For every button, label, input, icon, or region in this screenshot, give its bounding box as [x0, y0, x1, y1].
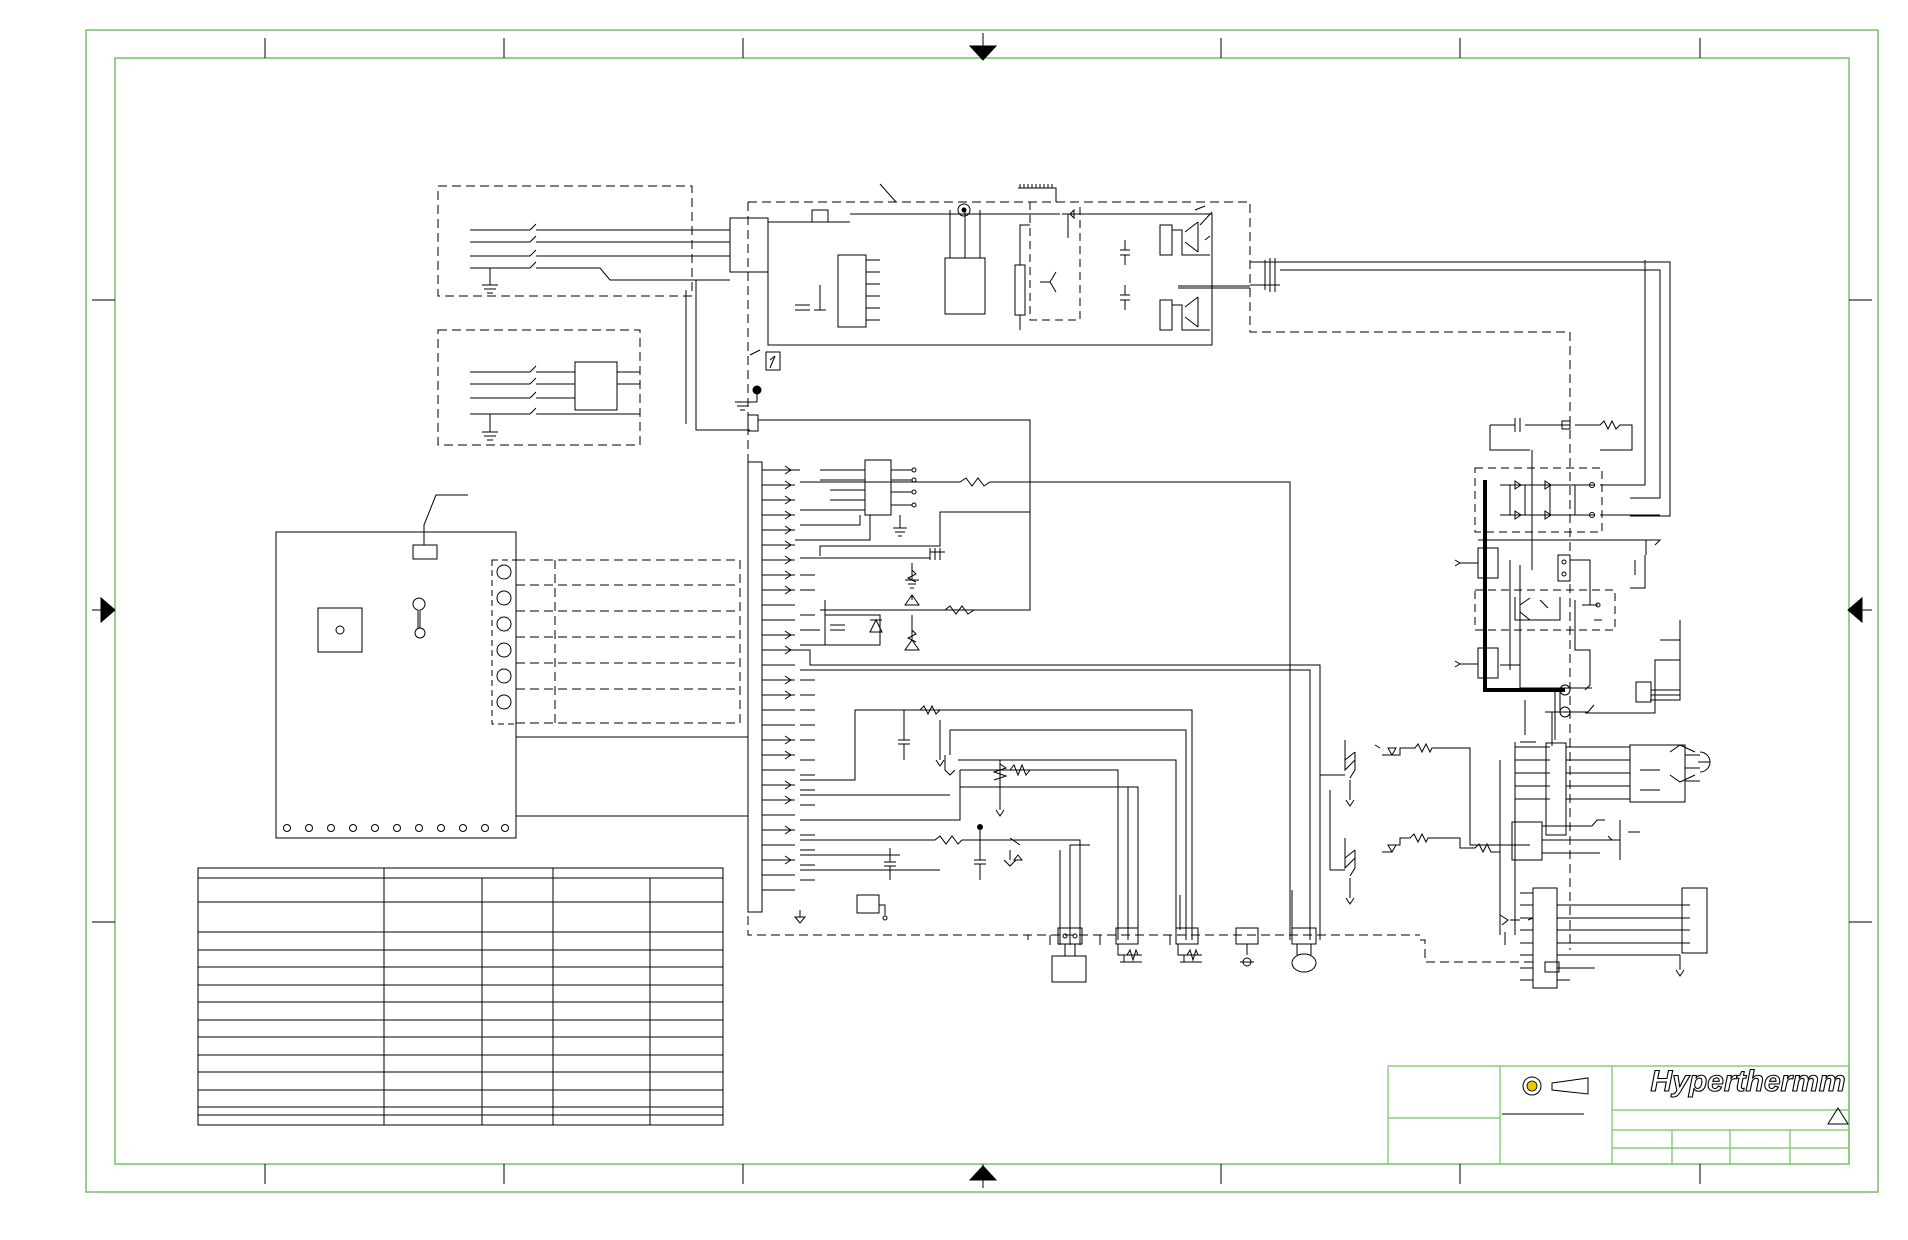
pwm-controller-ic [837, 254, 867, 328]
bottom-center-arrow-icon [968, 1165, 998, 1181]
outer-border [85, 29, 1879, 1193]
inner-border [114, 57, 1850, 1165]
power-board [735, 183, 1671, 963]
ground-terminal [1635, 681, 1652, 703]
top-center-arrow-icon [968, 45, 998, 61]
pressure-sensor-box [1051, 955, 1087, 983]
connector-thermistor-1 [1115, 927, 1139, 945]
title-block [1387, 1065, 1850, 1164]
remote-terminal [1681, 887, 1708, 954]
solenoid-coil [1291, 953, 1317, 973]
output-contactor-1 [1477, 547, 1499, 579]
input-filter-block [437, 185, 769, 431]
output-section [1454, 260, 1711, 989]
connector-thermistor-2 [1175, 927, 1199, 945]
torch-lead-block [1629, 744, 1686, 803]
optocoupler-section [1320, 740, 1560, 973]
test-point-box [856, 894, 880, 914]
pcb-pin-row [283, 824, 509, 832]
logic-ic [864, 459, 892, 516]
right-center-arrow-icon [1847, 596, 1863, 624]
control-connector-bus [747, 461, 800, 913]
choke [574, 361, 618, 411]
connector-solenoid [1291, 927, 1317, 945]
input-bridge [729, 217, 769, 273]
output-contactor-2 [1477, 647, 1499, 679]
left-center-arrow-icon [100, 596, 116, 624]
zone-ticks [92, 38, 1872, 1184]
bus-connector [747, 461, 763, 913]
company-logo: Hyperthermm [1650, 1065, 1845, 1098]
center-arrows [92, 33, 1872, 1188]
driver-ic [944, 257, 986, 315]
emi-filter-block [437, 329, 641, 446]
control-pcb-outline [275, 531, 517, 839]
header-connector [412, 544, 438, 560]
fault-table [197, 867, 724, 1126]
drawing-frame [85, 29, 1879, 1193]
title-block-logo [1502, 1076, 1589, 1115]
connector-pressure-sensor [1057, 927, 1083, 945]
interface-connector-a [1545, 742, 1567, 836]
logic-ic-area [780, 459, 1321, 945]
led-column [491, 559, 517, 725]
interface-connector-b [1532, 887, 1558, 989]
triangle-revision-icon [1827, 1107, 1849, 1125]
bottom-connectors [1051, 927, 1317, 983]
connector-flow-switch [1235, 927, 1259, 945]
control-pcb [275, 494, 748, 839]
